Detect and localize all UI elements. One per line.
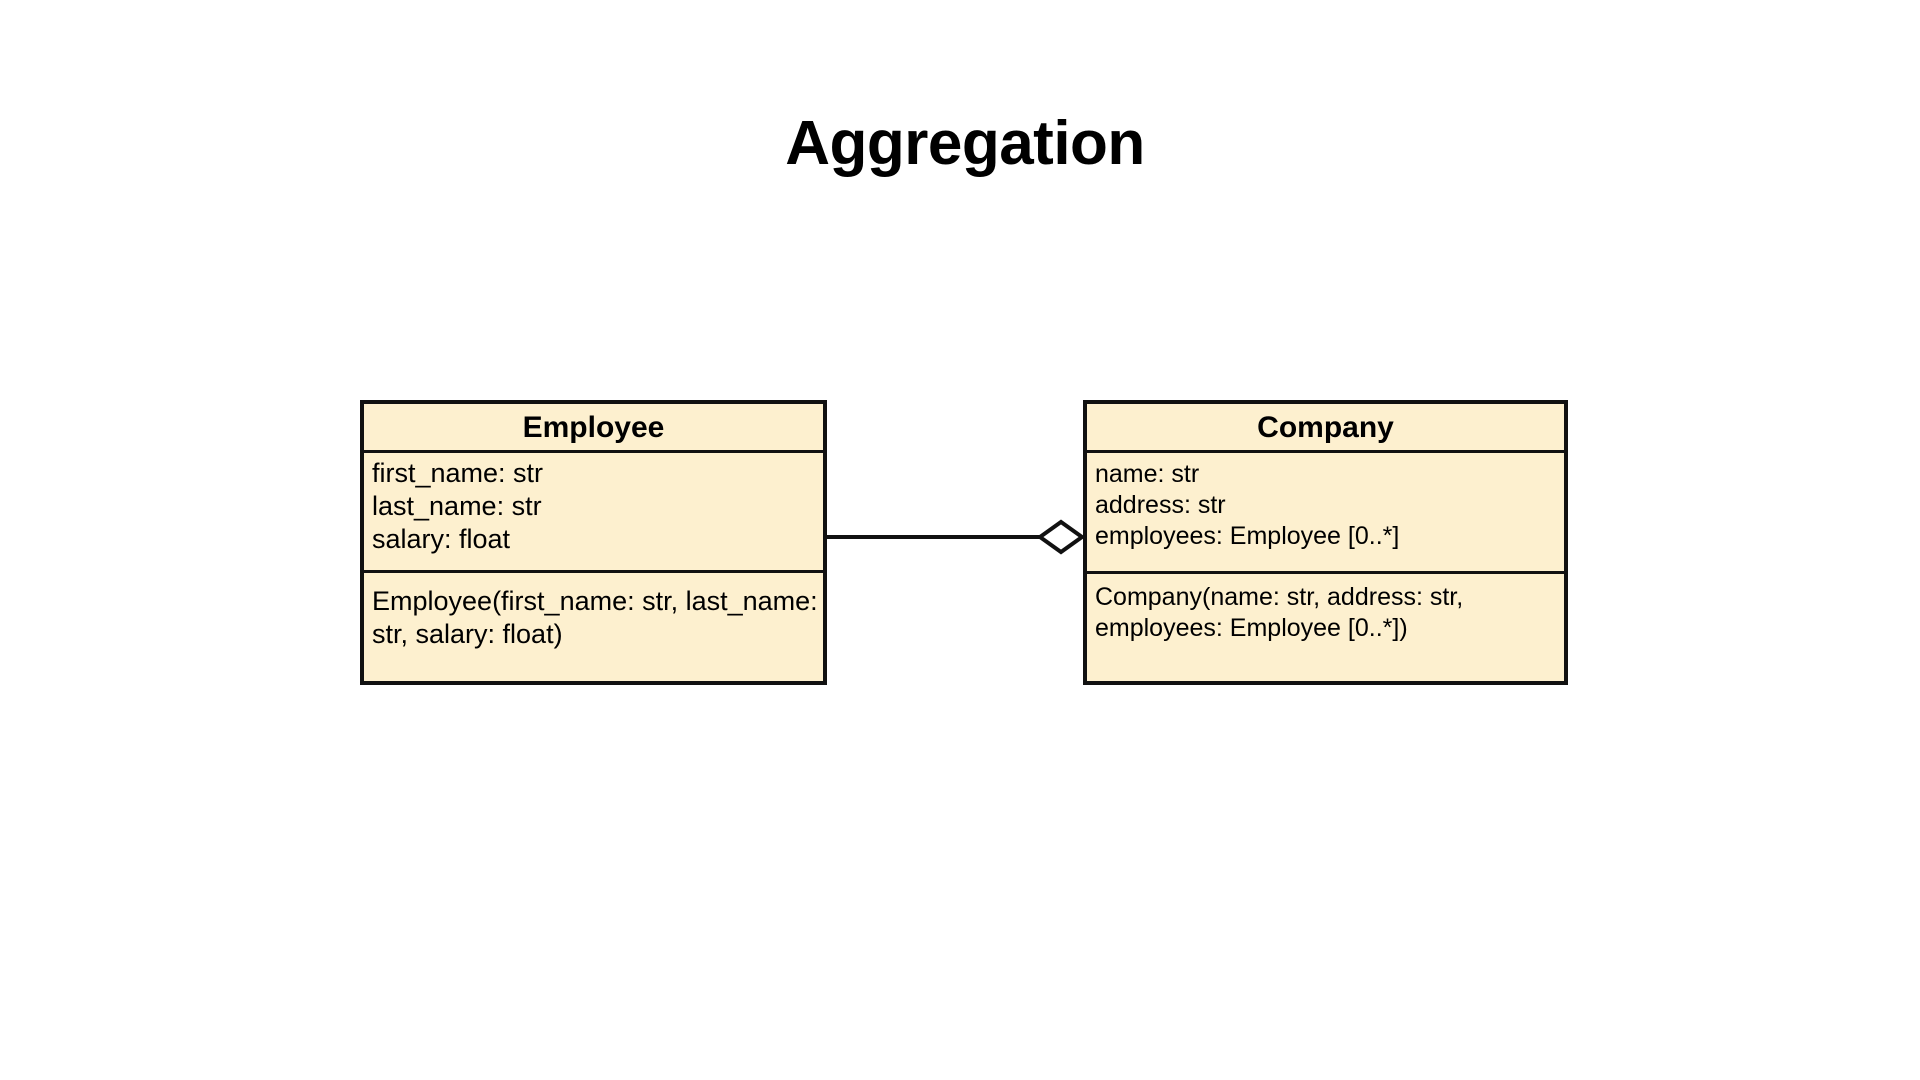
company-class-name: Company: [1087, 404, 1564, 453]
employee-attribute: first_name: str: [372, 458, 544, 488]
employee-attributes: first_name: str last_name: str salary: f…: [364, 453, 823, 573]
company-attribute: name: str: [1095, 460, 1200, 488]
employee-class-name: Employee: [364, 404, 823, 453]
company-class-box[interactable]: Company name: str address: str employees…: [1083, 400, 1568, 685]
employee-method-line: str, salary: float): [372, 619, 563, 649]
employee-class-box[interactable]: Employee first_name: str last_name: str …: [360, 400, 827, 685]
page-title: Aggregation: [785, 109, 1145, 178]
company-method-line: Company(name: str, address: str,: [1095, 583, 1464, 611]
employee-attribute: last_name: str: [372, 491, 542, 521]
company-methods: Company(name: str, address: str, employe…: [1087, 574, 1564, 644]
company-method-line: employees: Employee [0..*]): [1095, 614, 1408, 642]
hollow-diamond-icon: [1036, 519, 1086, 555]
employee-attribute: salary: float: [372, 524, 511, 554]
employee-method-line: Employee(first_name: str, last_name:: [372, 586, 818, 616]
company-attributes: name: str address: str employees: Employ…: [1087, 453, 1564, 574]
company-attribute: address: str: [1095, 491, 1226, 519]
company-attribute: employees: Employee [0..*]: [1095, 522, 1400, 550]
employee-methods: Employee(first_name: str, last_name: str…: [364, 573, 823, 651]
